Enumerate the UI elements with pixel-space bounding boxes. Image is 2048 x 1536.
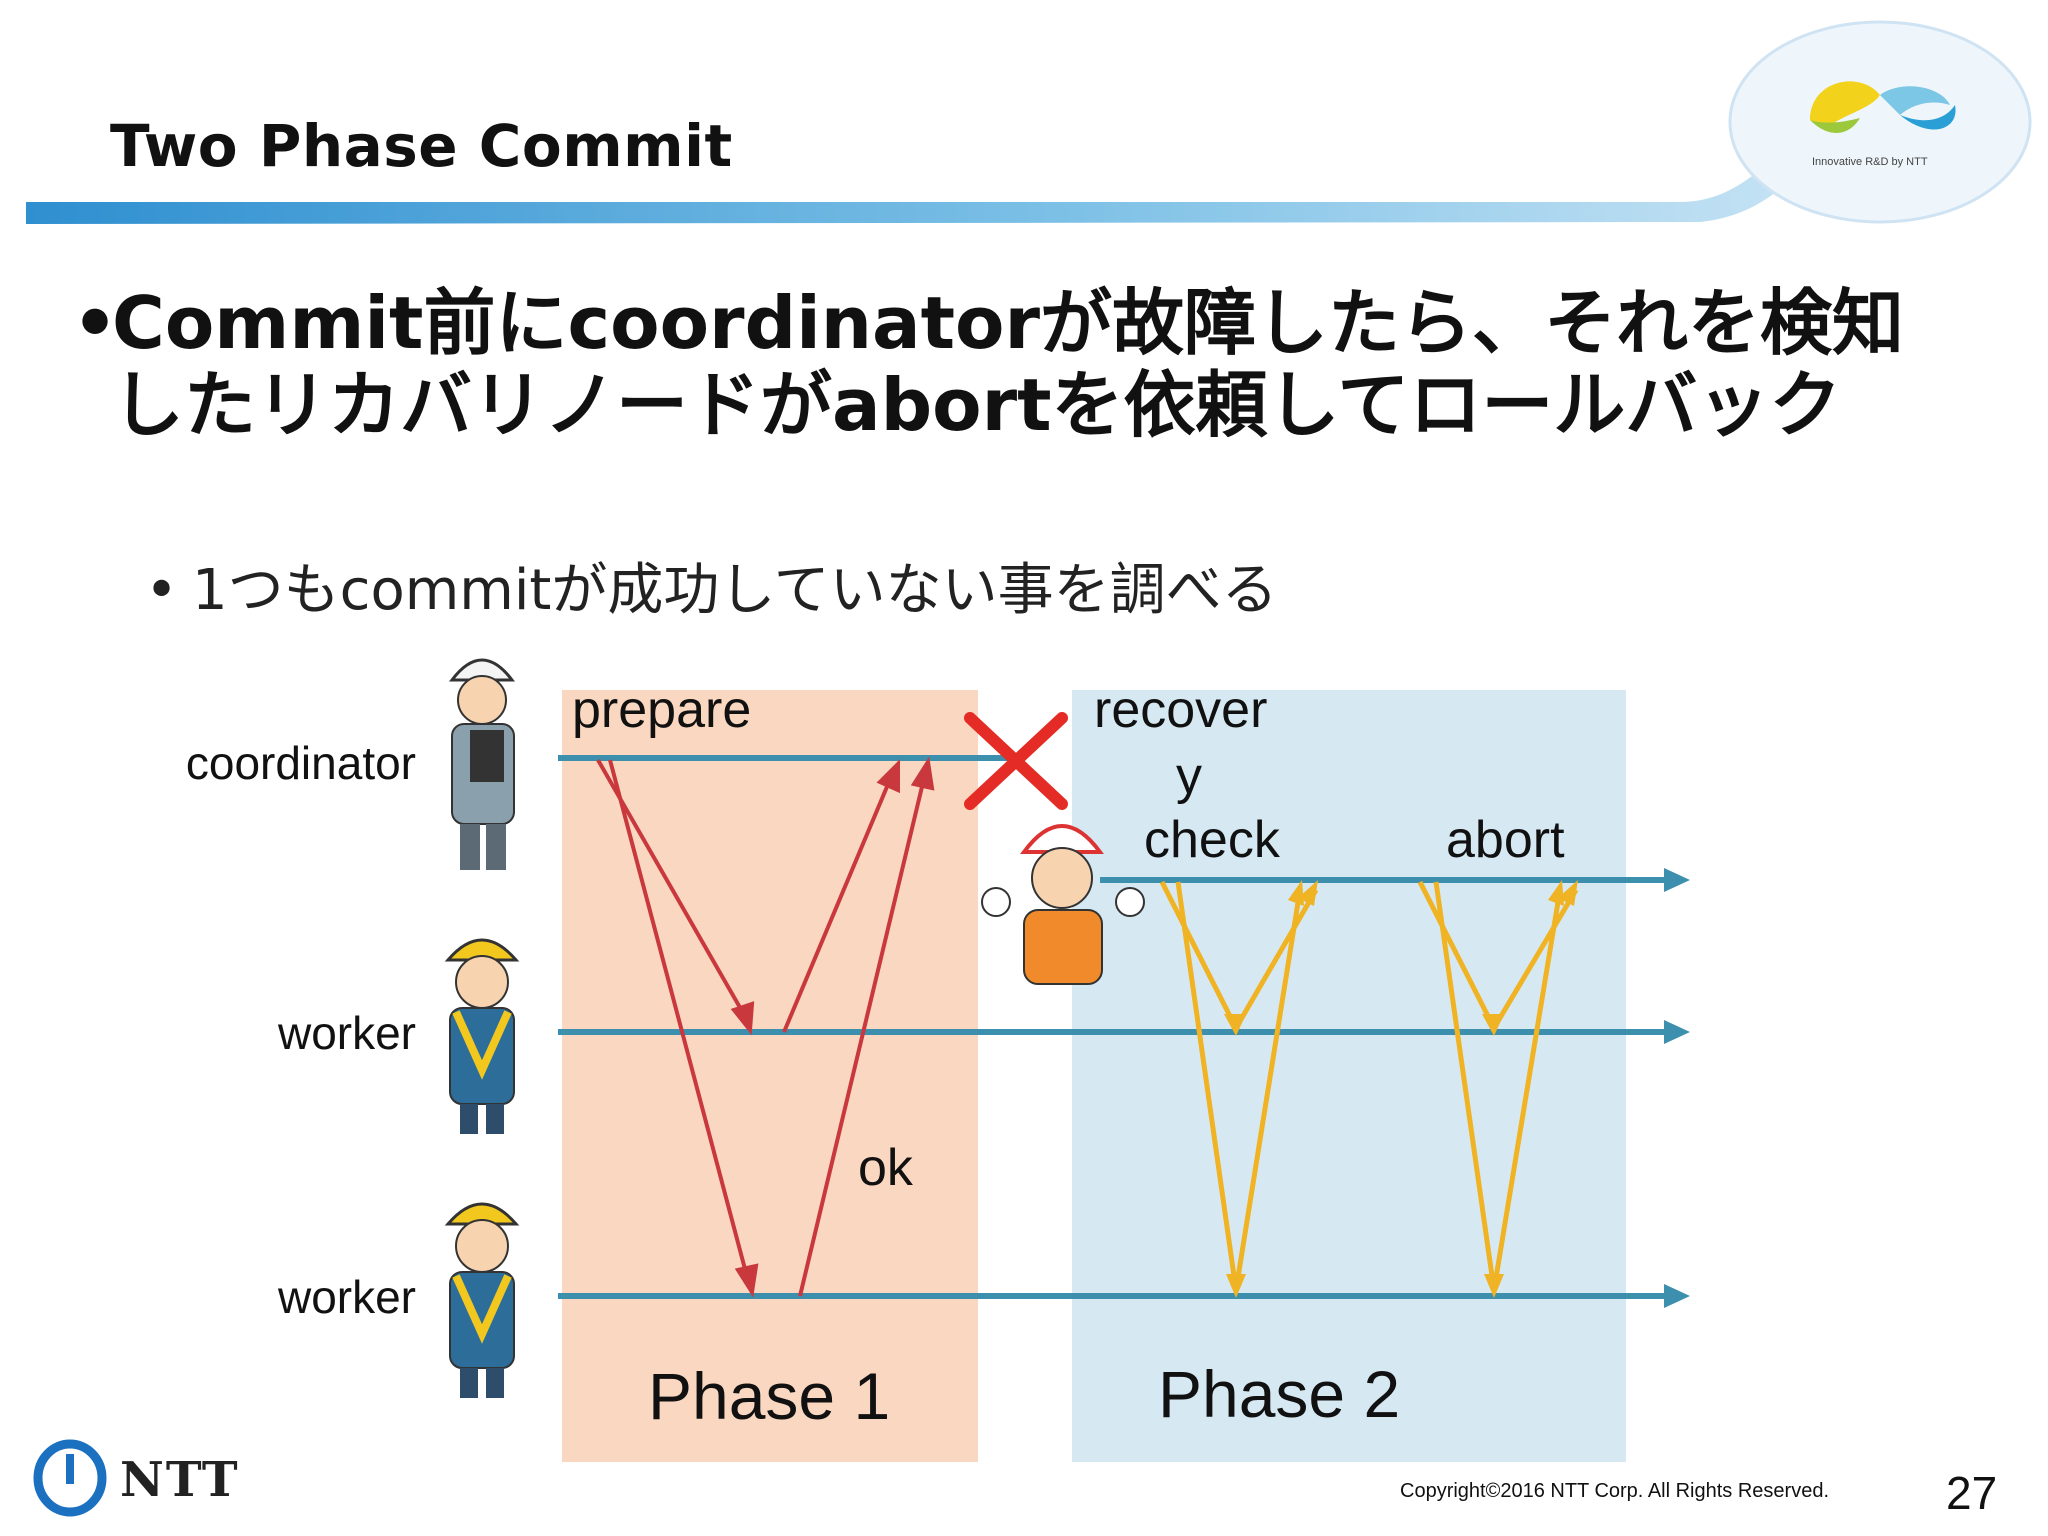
innovative-logo-icon [1810, 81, 1956, 133]
worker1-timeline [558, 1020, 1690, 1044]
bullet-sub: •1つもcommitが成功していない事を調べる [145, 545, 1278, 626]
worker2-person-icon [444, 1202, 520, 1398]
failure-x-icon [964, 712, 1068, 810]
page-number: 27 [1946, 1467, 1998, 1519]
ok-arrows [782, 756, 935, 1297]
header-logo-oval [1728, 20, 2032, 224]
header-band [26, 40, 1900, 224]
worker1-person-icon [444, 938, 520, 1134]
bullet-sub-text: 1つもcommitが成功していない事を調べる [192, 558, 1278, 623]
phase2-label: Phase 2 [1158, 1357, 1401, 1431]
message-label-recovery-check-line3: check [1144, 811, 1280, 869]
abort-arrowheads [1482, 880, 1578, 1298]
copyright-text: Copyright©2016 NTT Corp. All Rights Rese… [1400, 1480, 1829, 1502]
bullet-main: • Commit前にcoordinatorが故障したら、それを検知したリカバリノ… [72, 282, 1972, 446]
prepare-arrows [596, 759, 759, 1298]
actor-label-coordinator: coordinator [185, 737, 416, 789]
message-label-abort: abort [1446, 811, 1565, 869]
phase2-region [1072, 690, 1626, 1462]
slide-title: Two Phase Commit [110, 112, 733, 180]
ntt-logo-icon [33, 1439, 107, 1517]
bullet-sub-dot: • [145, 558, 179, 623]
message-label-prepare: prepare [572, 681, 752, 739]
coordinator-person-icon [448, 658, 516, 870]
actor-label-worker-2: worker [277, 1271, 416, 1323]
bullet-dot: • [72, 281, 119, 365]
check-arrowheads [1224, 880, 1318, 1298]
bullet-main-text: Commit前にcoordinatorが故障したら、それを検知したリカバリノード… [112, 281, 1905, 447]
actor-label-worker-1: worker [277, 1007, 416, 1059]
recovery-timeline [1100, 868, 1690, 892]
recovery-node-person-icon [981, 824, 1145, 985]
ntt-logo-text: NTT [120, 1452, 240, 1508]
message-label-recovery-check-line1: recover [1094, 681, 1268, 739]
phase1-label: Phase 1 [648, 1359, 891, 1433]
message-label-ok: ok [858, 1139, 913, 1197]
worker2-timeline [558, 1284, 1690, 1308]
message-label-recovery-check-line2: y [1176, 747, 1202, 805]
logo-caption: Innovative R&D by NTT [1812, 156, 1928, 168]
